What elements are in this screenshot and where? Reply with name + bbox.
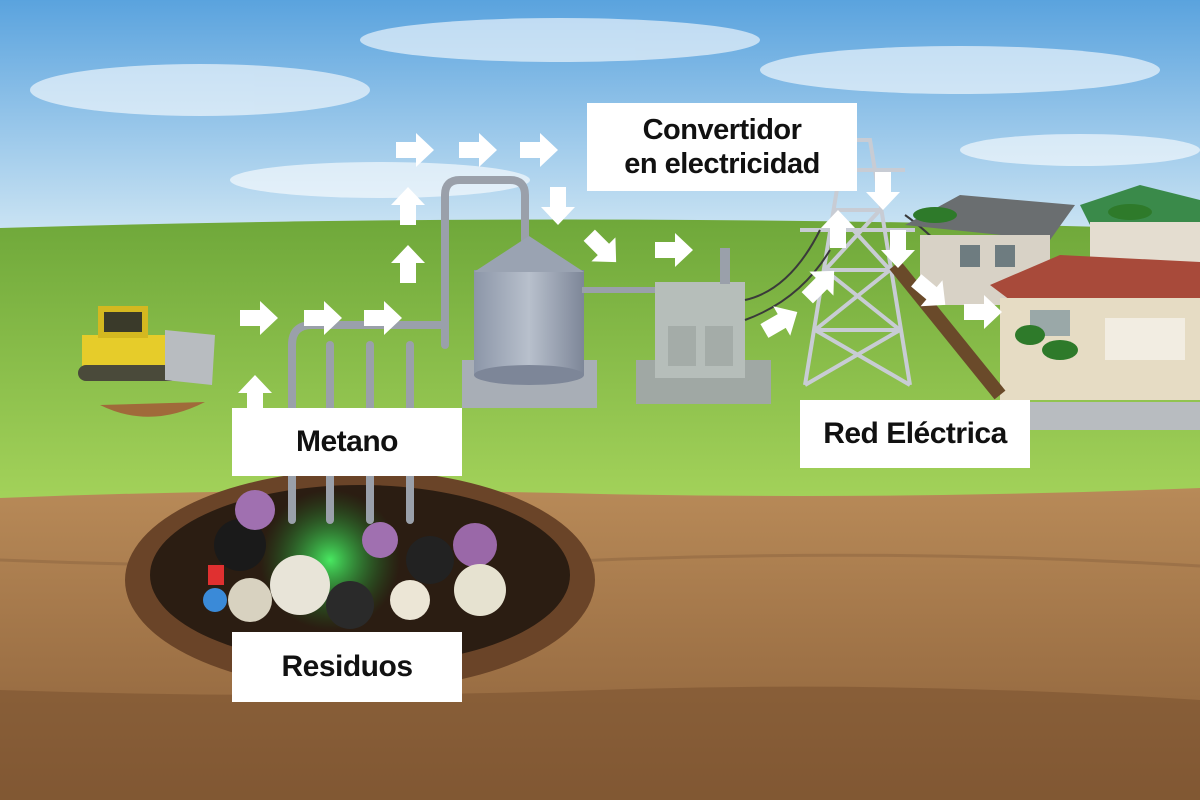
arrow-up <box>391 187 425 225</box>
arrow-right <box>520 133 558 167</box>
arrow-diag <box>911 274 946 307</box>
label-convertidor-line2: en electricidad <box>624 148 820 180</box>
digester-tank <box>462 236 597 408</box>
sidewalk <box>1000 402 1200 430</box>
soil-stratum <box>0 686 1200 800</box>
label-red-electrica: Red Eléctrica <box>800 400 1030 468</box>
bulldozer <box>78 306 215 385</box>
generator <box>636 248 771 404</box>
label-residuos-text: Residuos <box>281 650 413 683</box>
arrow-right <box>396 133 434 167</box>
label-metano-text: Metano <box>296 425 399 458</box>
arrow-right <box>240 301 278 335</box>
arrow-right <box>655 233 693 267</box>
arrow-diag-up <box>801 270 835 304</box>
label-convertidor-line1: Convertidor <box>642 114 802 146</box>
label-metano: Metano <box>232 408 462 476</box>
arrow-down <box>881 230 915 268</box>
flow-arrows <box>238 133 1002 413</box>
arrow-up <box>821 210 855 248</box>
label-convertidor: Convertidor en electricidad <box>587 103 857 191</box>
arrow-right <box>964 295 1002 329</box>
clouds <box>30 18 1200 198</box>
label-red-electrica-text: Red Eléctrica <box>823 417 1007 450</box>
arrow-right <box>304 301 342 335</box>
arrow-diag <box>583 229 617 263</box>
arrow-right <box>459 133 497 167</box>
arrow-diag-up <box>760 306 798 338</box>
arrow-down <box>866 172 900 210</box>
arrow-up <box>391 245 425 283</box>
arrow-right <box>364 301 402 335</box>
arrow-up <box>238 375 272 413</box>
arrow-down <box>541 187 575 225</box>
houses <box>905 185 1200 400</box>
palm-trees <box>913 204 1152 360</box>
waste-bags <box>203 490 506 629</box>
label-residuos: Residuos <box>232 632 462 702</box>
